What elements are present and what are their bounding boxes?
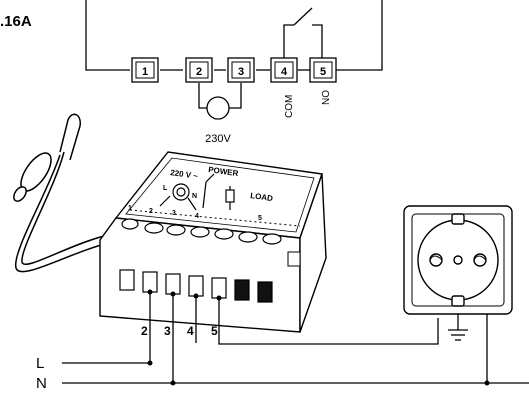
device-voltage-label: 220 V ~ <box>170 168 199 181</box>
figure-label: .16A <box>0 13 32 30</box>
top-terminal-blocks: 1 2 3 4 5 <box>131 57 337 83</box>
device-top-labels: 220 V ~ POWER LOAD L N 1 2 3 4 5 <box>128 165 274 222</box>
actuator-device <box>99 151 327 333</box>
antenna <box>13 113 113 273</box>
top-schematic <box>85 0 383 120</box>
svg-text:2: 2 <box>196 66 202 78</box>
bottom-terminal-5: 5 <box>211 324 218 338</box>
svg-text:3: 3 <box>238 66 244 78</box>
top-terminal-1: 1 <box>131 57 159 83</box>
device-power-label: POWER <box>208 165 239 178</box>
line-l-label: L <box>36 355 44 372</box>
no-label: NO <box>321 90 332 105</box>
device-pin-label-3: 3 <box>172 210 176 217</box>
device-n-label: N <box>192 193 197 200</box>
com-label: COM <box>284 95 295 118</box>
svg-text:1: 1 <box>142 66 148 78</box>
mains-lines <box>62 362 529 384</box>
device-terminal-slots <box>119 269 273 303</box>
top-terminal-5: 5 <box>309 57 337 83</box>
device-pin-label-1: 1 <box>128 205 132 212</box>
svg-text:4: 4 <box>281 66 288 78</box>
device-load-label: LOAD <box>250 191 274 203</box>
device-pin-label-2: 2 <box>149 208 153 215</box>
device-wire-dots <box>147 289 222 301</box>
ground-symbol <box>448 314 488 383</box>
bottom-terminal-labels: 2 3 4 5 <box>141 324 218 338</box>
device-pin-label-4: 4 <box>195 213 199 220</box>
device-screw-holes <box>121 218 282 245</box>
bottom-terminal-4: 4 <box>187 324 194 338</box>
wall-socket <box>403 205 513 315</box>
device-internal-schematic <box>159 173 235 211</box>
supply-voltage-label: 230V <box>205 133 231 145</box>
top-terminal-4: 4 <box>270 57 298 83</box>
mains-line-dots <box>147 360 490 386</box>
line-n-label: N <box>36 375 47 392</box>
device-wires <box>149 292 439 383</box>
top-terminal-2: 2 <box>185 57 213 83</box>
device-l-label: L <box>163 185 168 192</box>
bottom-terminal-2: 2 <box>141 324 148 338</box>
device-pin-label-5: 5 <box>258 215 262 222</box>
top-terminal-3: 3 <box>227 57 255 83</box>
bottom-terminal-3: 3 <box>164 324 171 338</box>
svg-text:5: 5 <box>320 66 326 78</box>
